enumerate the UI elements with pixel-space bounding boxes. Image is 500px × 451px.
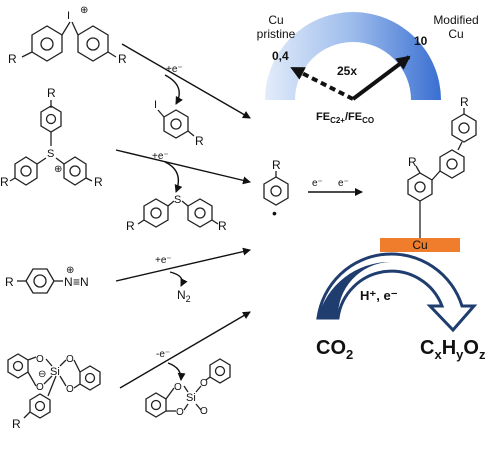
electron-label: e⁻	[312, 178, 323, 189]
oxygen-atom: O	[176, 407, 184, 418]
diazonium-n: N	[64, 275, 73, 289]
iodonium-salt: I ⊕ R R	[8, 5, 127, 66]
spirosilane-byproduct: O O O O Si	[145, 358, 231, 418]
oxygen-atom: O	[36, 354, 44, 365]
iodine-atom: I	[67, 10, 70, 22]
n2-label: N2	[177, 288, 191, 304]
copper-electrode	[380, 238, 460, 252]
r-group: R	[195, 134, 204, 148]
r-group: R	[272, 158, 281, 172]
silicate-salt: O O O O Si ⊖ R	[7, 353, 101, 431]
gauge-right-label-1: Modified	[433, 13, 478, 27]
silicate-charge: ⊖	[38, 369, 46, 380]
sulfonium-salt: R S ⊕ R R	[0, 86, 103, 189]
gauge-right-label-2: Cu	[448, 27, 463, 41]
arrow-spirosilane-release	[167, 362, 186, 381]
reaction-arrows: +e⁻ +e⁻ +e⁻ -e⁻	[115, 43, 251, 389]
r-group: R	[8, 52, 17, 66]
sulfur-atom: S	[47, 148, 54, 160]
oxidation-label: -e⁻	[156, 349, 170, 360]
arrow-sulfonium	[115, 149, 251, 185]
iodine-atom: I	[154, 99, 157, 111]
r-group: R	[94, 175, 103, 189]
r-group: R	[12, 417, 21, 431]
cycle-reagents: H⁺, e⁻	[360, 288, 398, 303]
diazonium-charge: ⊕	[66, 265, 74, 276]
diaryl-sulfide-byproduct: S R R	[126, 194, 227, 233]
oxygen-atom: O	[174, 382, 182, 393]
reduction-label: +e⁻	[152, 151, 169, 162]
gauge-low-value: 0,4	[272, 49, 289, 63]
gauge-left-label-1: Cu	[268, 13, 283, 27]
oxygen-atom: O	[200, 378, 208, 389]
product-label: CxHyOz	[420, 337, 486, 362]
reduction-label: +e⁻	[166, 64, 183, 75]
aryl-radical: R • e⁻ e⁻	[263, 158, 363, 221]
radical-dot: •	[272, 205, 277, 221]
r-group: R	[460, 95, 469, 109]
grafted-polyaryl: R R Cu	[380, 95, 477, 252]
gauge-high-value: 10	[414, 34, 428, 48]
co2-label: CO2	[316, 337, 353, 362]
silicon-atom: Si	[50, 366, 60, 378]
iodoarene-byproduct: I R	[154, 99, 204, 148]
gauge-ratio: FEC2+/FECO	[316, 111, 374, 125]
diazonium-salt: R N ≡N ⊕	[5, 265, 89, 294]
diazonium-triple-n: ≡N	[73, 275, 89, 289]
conversion-arrow-shading	[318, 261, 390, 318]
r-group: R	[5, 275, 14, 289]
copper-label: Cu	[412, 238, 427, 252]
r-group: R	[0, 175, 9, 189]
gauge-arc	[265, 12, 441, 100]
oxygen-atom: O	[36, 382, 44, 393]
r-group: R	[218, 219, 227, 233]
gauge-needle-low	[290, 66, 354, 101]
r-group: R	[408, 155, 417, 169]
r-group: R	[47, 86, 56, 100]
co2-reduction: H⁺, e⁻ CO2 CxHyOz	[316, 252, 486, 362]
nitrogen-byproduct: N2	[177, 288, 191, 304]
gauge-factor: 25x	[337, 64, 357, 78]
electron-label: e⁻	[338, 178, 349, 189]
oxygen-atom: O	[66, 354, 74, 365]
gauge-left-label-2: pristine	[257, 27, 296, 41]
efficiency-gauge: Cu pristine Modified Cu 0,4 10 25x FEC2+…	[257, 12, 479, 125]
silicon-atom: Si	[186, 392, 196, 404]
r-group: R	[118, 52, 127, 66]
oxygen-atom: O	[200, 406, 208, 417]
arrow-n2-release	[169, 271, 188, 287]
gauge-needle-high	[351, 55, 411, 101]
iodonium-charge: ⊕	[80, 5, 88, 16]
oxygen-atom: O	[66, 384, 74, 395]
arrow-sulfide-release	[164, 161, 183, 193]
arrow-silicate	[119, 311, 251, 389]
arrow-diazonium	[115, 247, 251, 282]
sulfur-atom: S	[174, 194, 181, 206]
reduction-label: +e⁻	[155, 255, 172, 266]
r-group: R	[126, 219, 135, 233]
arrow-iodonium	[121, 43, 251, 119]
sulfonium-charge: ⊕	[54, 164, 62, 175]
arrow-iodoarene-release	[164, 74, 183, 105]
